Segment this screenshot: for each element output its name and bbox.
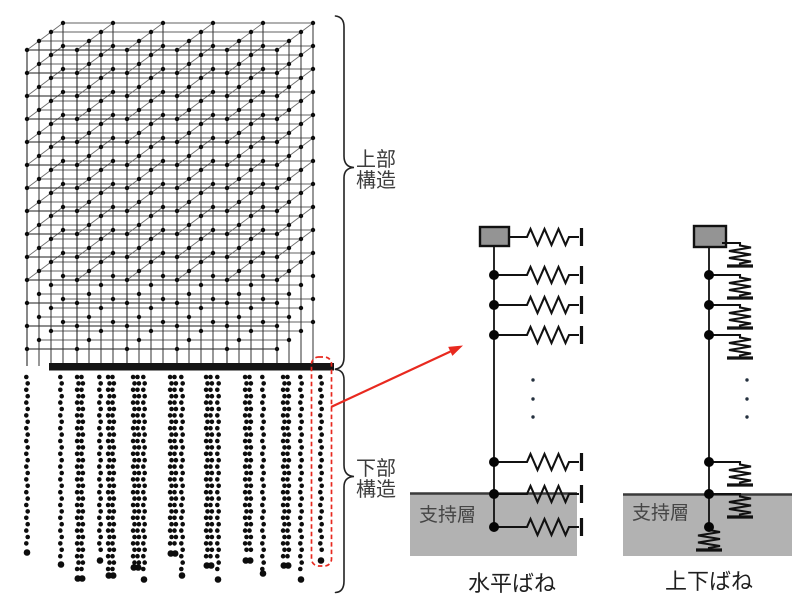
vertical-spring [709,460,752,485]
horizontal-spring [494,294,579,316]
zoom-arrow-head [448,345,463,356]
pile-node [489,330,499,340]
pile-node [704,270,714,280]
vertical-spring-model: 支持層 上下ばね [623,224,792,595]
mass-block-horizontal [478,225,511,248]
horizontal-spring [494,264,579,286]
upper-structure-label-line1: 上部 [356,147,396,171]
pile-node [489,522,499,532]
horizontal-spring [494,324,579,346]
ellipsis-dot [531,397,535,401]
pile-node [704,457,714,467]
vertical-spring [709,492,752,517]
upper-structure-label-line2: 構造 [356,168,396,192]
ellipsis-dot [531,378,535,382]
pile-node [704,330,714,340]
vertical-spring [709,333,752,358]
pile-tip-spring [697,528,721,550]
pile-with-horizontal-springs [478,225,584,538]
lower-structure-label-line1: 下部 [356,456,396,480]
mass-block-vertical [692,224,728,249]
lower-structure-label-line2: 構造 [356,477,396,501]
vertical-spring-caption: 上下ばね [665,570,753,595]
building-wireframe [24,20,316,366]
lower-structure-brace [334,368,355,594]
pile-node [704,522,714,532]
horizontal-spring [494,516,579,538]
ellipsis-dot [745,397,749,401]
pile-field [23,374,325,583]
horizontal-spring [494,483,579,505]
pile-with-vertical-springs [692,224,753,552]
pile-node [489,270,499,280]
zoom-arrow-line [330,350,451,408]
horizontal-spring [494,451,579,473]
horizontal-spring [509,226,579,248]
ellipsis-dot [531,415,535,419]
vertical-spring [709,273,752,298]
zoom-arrow [330,345,463,408]
pile-node [489,300,499,310]
horizontal-spring-caption: 水平ばね [468,572,556,597]
pile-node [489,457,499,467]
ellipsis-dot [745,415,749,419]
vertical-spring [722,241,752,266]
horizontal-spring-model: 支持層 水平ばね [410,225,584,597]
bearing-layer-label-horizontal: 支持層 [419,504,476,526]
pile-node [704,300,714,310]
pile-highlight-box [310,356,333,567]
upper-structure-brace [334,15,355,370]
pile-node [489,489,499,499]
foundation-mat [49,363,334,371]
bearing-layer-label-vertical: 支持層 [632,502,689,524]
vertical-spring [709,303,752,328]
ellipsis-dot [745,378,749,382]
pile-node [704,489,714,499]
